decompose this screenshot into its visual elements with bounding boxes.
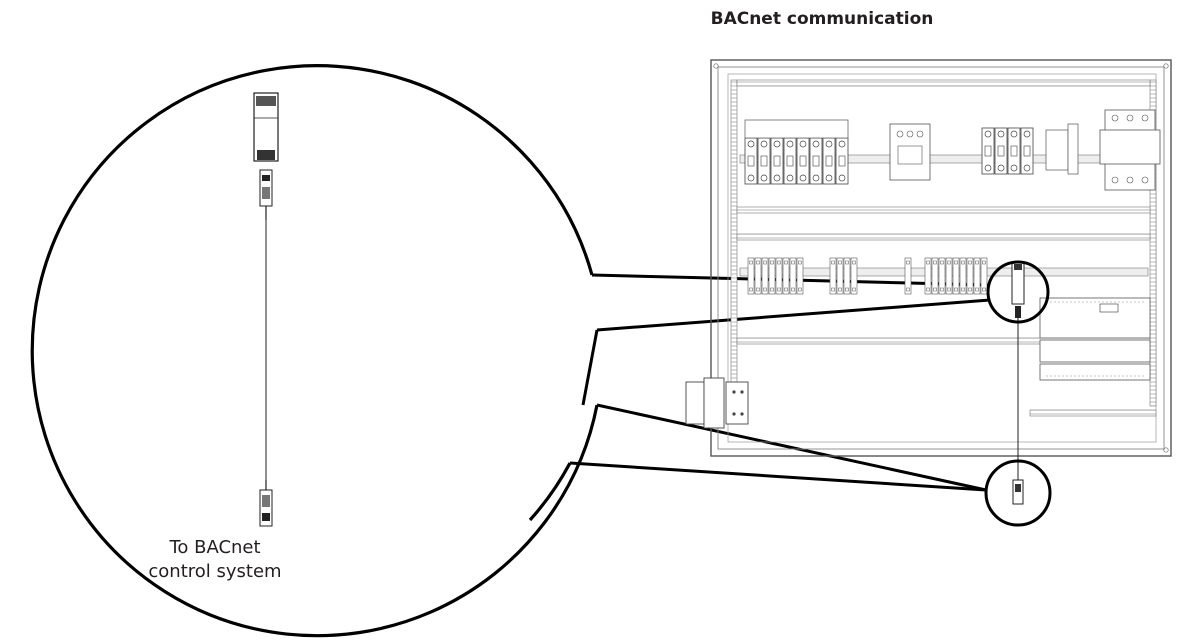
callout-circle xyxy=(30,64,599,638)
transformer xyxy=(1099,109,1161,191)
diagram-title: BACnet communication xyxy=(710,9,934,29)
connector-upper-bottom xyxy=(596,298,991,332)
contactor xyxy=(889,123,931,181)
callout-circle-lower xyxy=(528,462,572,522)
connector-lower-top xyxy=(596,403,987,492)
focus-circle-plug xyxy=(984,459,1052,527)
callout-label: To BACnet control system xyxy=(120,536,310,584)
focus-circle-device xyxy=(986,260,1050,324)
callout-label-line1: To BACnet xyxy=(169,537,261,558)
zoomed-rj45-plug-top xyxy=(259,169,273,220)
control-cabinet xyxy=(710,59,1172,457)
bacnet-interface-module xyxy=(1011,261,1025,318)
zoomed-rj45-plug-bottom xyxy=(259,480,273,527)
connector-lower-bottom xyxy=(569,461,987,492)
circuit-breakers xyxy=(744,119,849,185)
fuse-holders xyxy=(981,123,1079,175)
rj45-plug xyxy=(1012,479,1024,505)
zoomed-bacnet-device xyxy=(253,92,279,162)
door-latch xyxy=(685,377,749,429)
bacnet-controller xyxy=(1039,297,1151,381)
callout-label-line2: control system xyxy=(148,561,282,582)
